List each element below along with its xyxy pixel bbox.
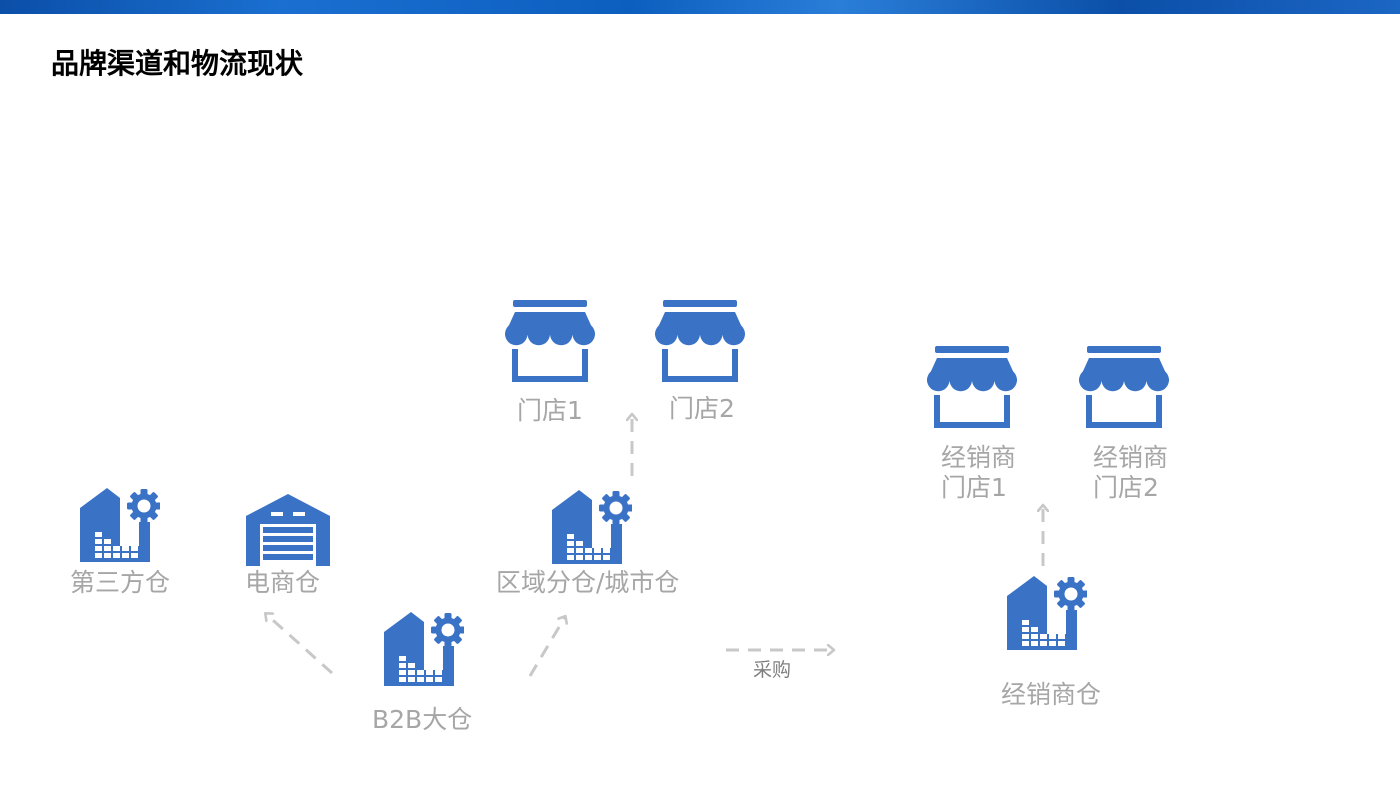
- third-party-warehouse-icon: [80, 488, 160, 562]
- store2-icon: [655, 300, 745, 382]
- regional-warehouse-icon: [552, 490, 632, 564]
- dealer-store1-icon: [927, 346, 1017, 428]
- label-dealer-store2-line2: 门店2: [1093, 473, 1159, 502]
- dealer-warehouse-icon: [1007, 576, 1087, 650]
- label-dealer-store1-line2: 门店1: [941, 473, 1007, 502]
- arrow-b2b-to-regional: [528, 617, 565, 677]
- label-regional-warehouse: 区域分仓/城市仓: [496, 568, 680, 597]
- top-banner: [0, 0, 1400, 14]
- label-b2b-warehouse: B2B大仓: [372, 705, 473, 734]
- label-purchase: 采购: [753, 659, 792, 681]
- ecommerce-warehouse-icon: [246, 494, 330, 566]
- label-dealer-store2-line1: 经销商: [1093, 443, 1169, 472]
- dealer-store2-icon: [1079, 346, 1169, 428]
- label-dealer-warehouse: 经销商仓: [1001, 680, 1102, 709]
- b2b-warehouse-icon: [384, 612, 464, 686]
- label-store2: 门店2: [669, 394, 735, 423]
- label-store1: 门店1: [517, 396, 583, 425]
- label-dealer-store1-line1: 经销商: [941, 443, 1017, 472]
- label-ecommerce-warehouse: 电商仓: [245, 568, 321, 597]
- store1-icon: [505, 300, 595, 382]
- label-third-party-warehouse: 第三方仓: [70, 568, 171, 597]
- arrow-b2b-to-ecommerce: [266, 614, 333, 675]
- page-title: 品牌渠道和物流现状: [51, 47, 304, 80]
